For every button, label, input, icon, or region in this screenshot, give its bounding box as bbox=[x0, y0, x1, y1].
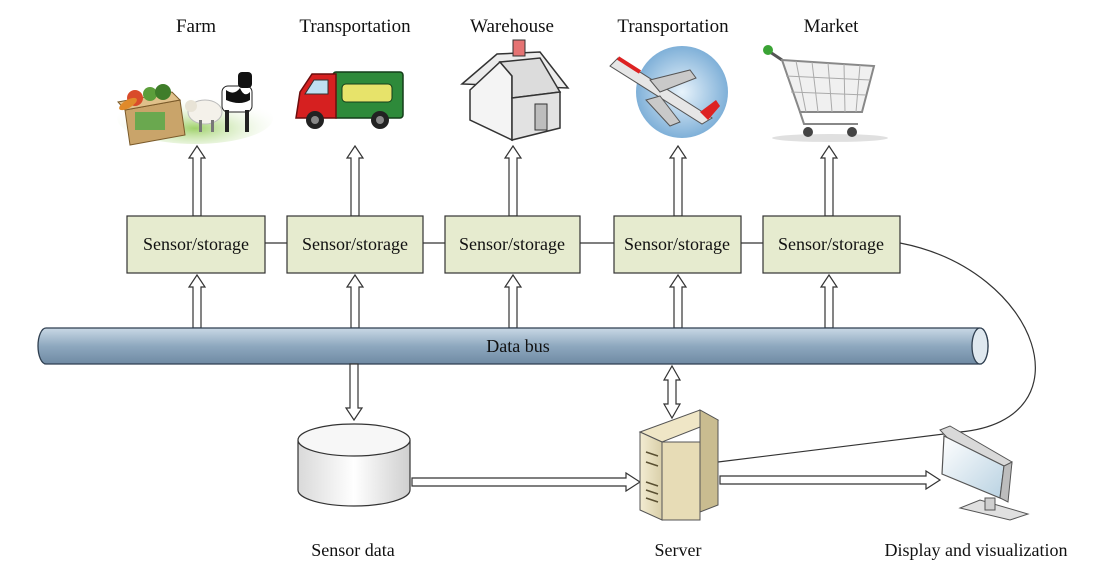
arrow-server-to-display bbox=[719, 469, 942, 491]
sensor-storage-box-plane: Sensor/storage bbox=[613, 215, 742, 274]
sensor-storage-box-truck: Sensor/storage bbox=[286, 215, 424, 274]
stage-up-arrows bbox=[187, 144, 839, 217]
box-label: Sensor/storage bbox=[143, 234, 249, 254]
shopping-cart-icon bbox=[763, 45, 888, 142]
stage-title-transportation-plane: Transportation bbox=[617, 16, 729, 37]
sensor-storage-box-market: Sensor/storage bbox=[762, 215, 901, 274]
sensor-data-label: Sensor data bbox=[311, 540, 394, 560]
sensor-storage-box-farm: Sensor/storage bbox=[126, 215, 266, 274]
farm-produce-livestock-icon bbox=[117, 72, 273, 146]
arrow-bus-to-box-plane bbox=[668, 273, 688, 329]
stage-title-transportation-truck: Transportation bbox=[299, 16, 411, 37]
arrow-bus-to-box-market bbox=[819, 273, 839, 329]
stage-title-warehouse: Warehouse bbox=[470, 16, 554, 37]
arrow-box-to-plane bbox=[668, 144, 688, 217]
delivery-truck-icon bbox=[295, 44, 404, 148]
box-label: Sensor/storage bbox=[624, 234, 730, 254]
data-bus-label: Data bus bbox=[486, 336, 549, 356]
arrow-bus-to-sensor-data bbox=[344, 363, 364, 422]
sensor-data-database-icon bbox=[297, 423, 411, 507]
display-visualization-label: Display and visualization bbox=[885, 540, 1068, 560]
box-label: Sensor/storage bbox=[302, 234, 408, 254]
arrow-box-to-market bbox=[819, 144, 839, 217]
stage-title-market: Market bbox=[804, 16, 860, 37]
sensor-storage-box-warehouse: Sensor/storage bbox=[444, 215, 581, 274]
display-monitor-icon bbox=[939, 425, 1030, 521]
arrow-box-to-warehouse bbox=[503, 144, 523, 217]
box-label: Sensor/storage bbox=[778, 234, 884, 254]
arrow-bus-to-box-warehouse bbox=[503, 273, 523, 329]
arrow-bus-server-bidirectional bbox=[662, 364, 682, 420]
warehouse-house-icon bbox=[460, 39, 570, 142]
arrow-bus-to-box-truck bbox=[345, 273, 365, 329]
arrow-sensor-data-to-server bbox=[411, 471, 642, 493]
server-to-display-link bbox=[717, 431, 961, 463]
arrow-bus-to-box-farm bbox=[187, 273, 207, 329]
box-label: Sensor/storage bbox=[459, 234, 565, 254]
airplane-icon bbox=[609, 46, 728, 138]
arrow-box-to-farm bbox=[187, 144, 207, 217]
bus-up-arrows bbox=[187, 273, 839, 329]
stage-title-farm: Farm bbox=[176, 16, 216, 37]
server-label: Server bbox=[655, 540, 702, 560]
arrow-box-to-truck bbox=[345, 144, 365, 217]
data-bus-pipe: Data bus bbox=[37, 327, 989, 365]
server-tower-icon bbox=[638, 409, 720, 521]
market-to-display-link bbox=[899, 242, 1036, 433]
